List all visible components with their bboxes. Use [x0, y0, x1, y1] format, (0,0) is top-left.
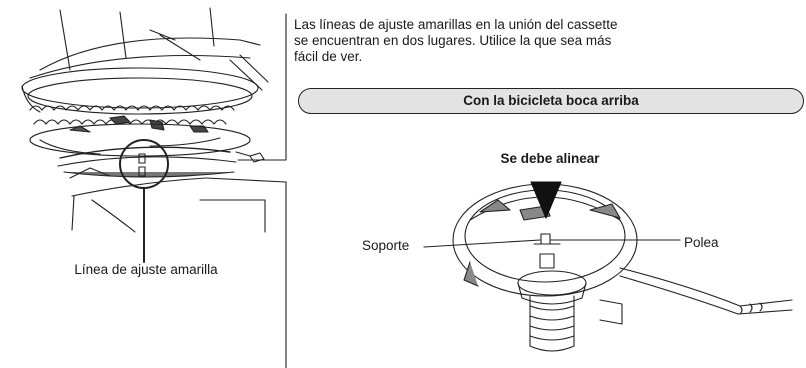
intro-line-3: fácil de ver. — [294, 49, 363, 64]
support-label: Soporte — [362, 238, 410, 253]
align-label: Se debe alinear — [500, 151, 600, 166]
hub-cassette-drawing — [21, 7, 287, 368]
intro-line-2: se encuentran en dos lugares. Utilice la… — [294, 33, 612, 48]
orientation-banner: Con la bicicleta boca arriba — [298, 88, 804, 114]
yellow-line-callout: Línea de ajuste amarilla — [74, 262, 218, 277]
intro-line-1: Las líneas de ajuste amarillas en la uni… — [294, 17, 618, 32]
cassette-closeup-drawing — [423, 181, 793, 352]
pulley-label: Polea — [684, 235, 719, 250]
intro-paragraph: Las líneas de ajuste amarillas en la uni… — [294, 17, 764, 65]
